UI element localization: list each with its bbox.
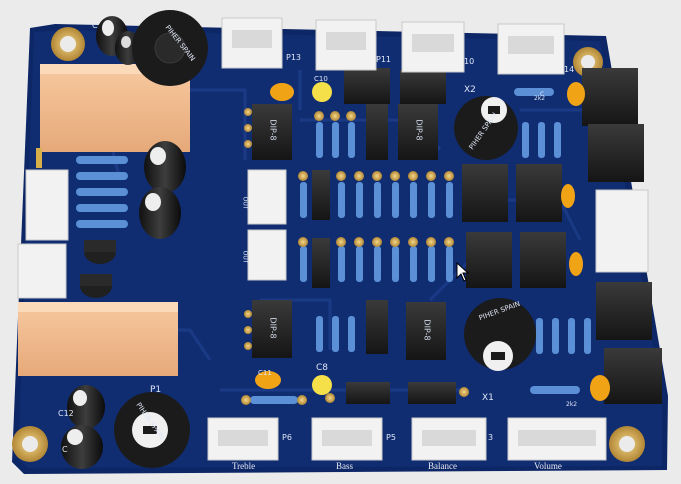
designator-x1: X1 (482, 393, 494, 403)
header-label-14: 14 (564, 65, 575, 74)
mark-2k2-a: 2k2 (566, 401, 578, 408)
header-label-p11: P11 (376, 55, 392, 64)
label-volume: Volume (534, 461, 562, 471)
jst-pins (218, 30, 596, 446)
designator-p1: P1 (150, 385, 162, 395)
designator-c12: C12 (58, 409, 74, 418)
dip8-ics (252, 104, 446, 360)
jumper-pin (36, 148, 42, 168)
header-label-p13: P13 (286, 53, 302, 62)
header-label-10: 10 (464, 57, 475, 66)
ic-label-1: DIP-8 (268, 119, 278, 141)
transistors (80, 240, 116, 298)
pads (241, 108, 469, 405)
ic-label-2: DIP-8 (414, 119, 424, 141)
vertical-resistors (300, 122, 591, 354)
mark-2k2-b: 2k2 (534, 95, 546, 102)
designator-c-right: C (540, 91, 545, 98)
relay-bottom (18, 302, 178, 376)
potentiometers (114, 10, 536, 468)
designator-c10: C10 (314, 75, 328, 83)
label-balance: Balance (428, 461, 457, 471)
designator-c8: C8 (316, 363, 329, 373)
ic-label-4: DIP-8 (422, 319, 432, 341)
led-yellow-top (312, 82, 332, 102)
mark-out-b: OUT (241, 250, 249, 264)
electrolytic-caps (61, 16, 186, 469)
designator-x2: X2 (464, 85, 476, 95)
ceramic-caps (255, 82, 610, 401)
label-treble: Treble (232, 461, 256, 471)
designator-c11: C11 (258, 369, 272, 377)
header-label-p6: P6 (282, 433, 292, 442)
mark-out-a: OUT (241, 196, 249, 210)
led-yellow-bottom (312, 375, 332, 395)
designator-c-top: C (92, 21, 98, 30)
designator-c-bottom: C (62, 445, 68, 454)
resistors (76, 88, 580, 404)
header-label-p5: P5 (386, 433, 396, 442)
header-label-3: 3 (488, 433, 494, 442)
label-bass: Bass (336, 461, 354, 471)
ic-label-3: DIP-8 (268, 317, 278, 339)
black-modules (312, 68, 662, 404)
mouse-cursor-icon (456, 262, 470, 282)
